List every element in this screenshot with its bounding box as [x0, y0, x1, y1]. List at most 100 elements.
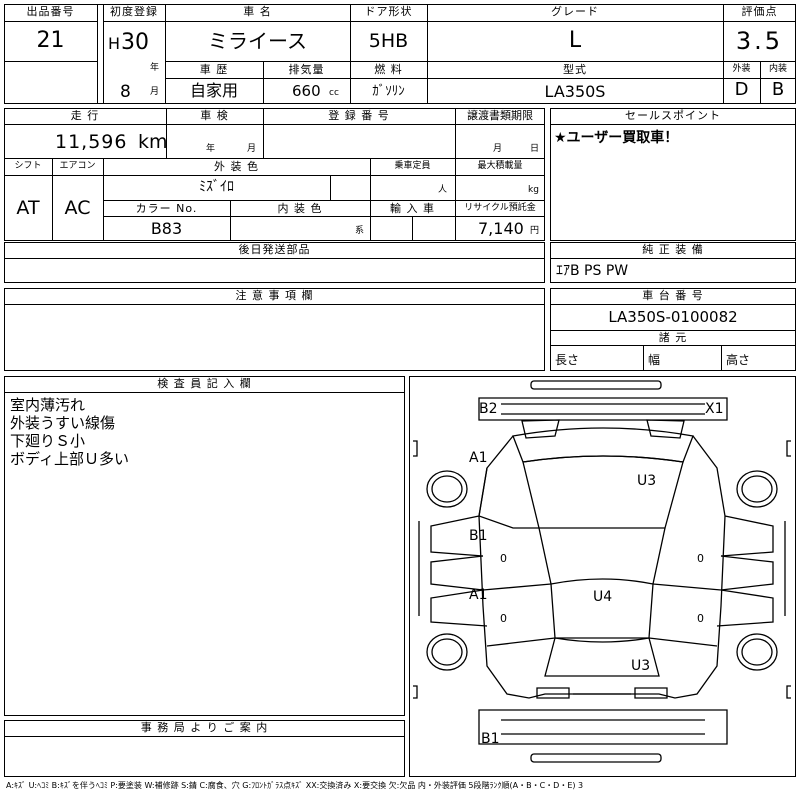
inspector-label: 検 査 員 記 入 欄 [157, 377, 252, 390]
inspector-line: 外装うすい線傷 [10, 414, 116, 432]
transfer-month-unit: 月 [493, 144, 503, 154]
grade-label: グレード [551, 5, 599, 18]
color-no: B83 [150, 219, 183, 238]
color-no-label: カラー No. [135, 202, 198, 215]
chassis-box [550, 288, 796, 371]
exterior-color: ﾐｽﾞｲﾛ [199, 179, 234, 195]
inspection-year-unit: 年 [206, 144, 216, 154]
interior-color-unit: 系 [355, 226, 365, 236]
lot-number: 21 [36, 28, 65, 53]
zero-mark: 0 [500, 552, 507, 565]
notes-box [4, 288, 545, 371]
mark-u4-roof: U4 [593, 589, 612, 605]
chassis-number: LA350S-0100082 [608, 308, 738, 326]
history: 自家用 [189, 81, 238, 100]
recycle-label: リサイクル預託金 [464, 203, 536, 213]
right-taillight [634, 687, 668, 699]
sales-point-text: ★ユーザー買取車！ [554, 130, 679, 146]
front-bumper-top [530, 380, 662, 390]
mark-a1-rear-door: A1 [469, 587, 487, 603]
door-type: 5HB [368, 30, 409, 52]
transfer-day-unit: 日 [530, 144, 540, 154]
displacement: 660 [292, 82, 321, 100]
chassis-label: 車 台 番 号 [642, 289, 704, 302]
spec-width: 幅 [648, 353, 661, 367]
mileage-label: 走 行 [70, 109, 100, 122]
ac-label: エアコン [59, 161, 96, 171]
fuel-label: 燃 料 [374, 63, 403, 76]
rear-glass [544, 637, 660, 677]
right-rear-door [716, 589, 774, 627]
mark-u3-hood: U3 [637, 473, 656, 489]
left-taillight [536, 687, 570, 699]
ac: AC [64, 197, 91, 219]
door-label: ドア形状 [364, 5, 413, 18]
mileage: 11,596 [55, 131, 128, 153]
grade: L [568, 28, 582, 53]
inspector-box [4, 376, 405, 716]
right-front-door [720, 515, 774, 557]
capacity-label: 乗車定員 [394, 161, 431, 171]
inspection-label: 車 検 [200, 109, 229, 122]
ext-grade: D [734, 79, 749, 100]
later-parts-box [4, 242, 545, 283]
model-label: 型式 [563, 63, 587, 76]
tire-rear-right [736, 633, 778, 671]
rear-bumper-bottom [530, 753, 662, 763]
mark-x1-top: X1 [705, 401, 724, 417]
later-parts-label: 後日発送部品 [238, 243, 311, 256]
notes-label: 注 意 事 項 欄 [235, 289, 314, 302]
km-unit: km [138, 131, 168, 153]
rear-bumper [478, 709, 728, 745]
recycle-fee: 7,140 [478, 219, 524, 238]
sales-point-label: セールスポイント [625, 109, 721, 122]
capacity-unit: 人 [438, 185, 448, 195]
load-label: 最大積載量 [477, 161, 523, 171]
car-diagram: B2 X1 A1 U3 B1 A1 U4 U3 B1 0 0 0 0 [413, 380, 791, 763]
shift-label: シフト [14, 161, 42, 171]
year-unit: 年 [150, 63, 160, 73]
displacement-label: 排気量 [288, 63, 325, 76]
windshield [512, 427, 694, 463]
inspector-notes: 室内薄汚れ 外装うすい線傷 下廻りＳ小 ボディ上部Ｕ多い [10, 396, 129, 468]
yen-unit: 円 [530, 226, 540, 236]
office-label: 事 務 局 よ り ご 案 内 [140, 721, 269, 734]
mark-a1-front: A1 [469, 450, 487, 466]
left-rear-door [430, 589, 488, 627]
header-block [4, 4, 796, 104]
mark-b1-bottom: B1 [481, 731, 500, 747]
inspector-line: 下廻りＳ小 [10, 432, 86, 450]
transfer-label: 譲渡書類期限 [467, 109, 533, 122]
front-bumper [478, 397, 728, 421]
ext-grade-label: 外装 [732, 64, 751, 74]
body-outline [478, 435, 726, 699]
equipment-box [550, 242, 796, 283]
inspector-line: ボディ上部Ｕ多い [10, 450, 129, 468]
sales-point-box [550, 108, 796, 241]
month-unit: 月 [150, 87, 160, 97]
import-label: 輸 入 車 [390, 202, 435, 215]
roof-panel [538, 527, 666, 639]
int-grade-label: 内装 [768, 64, 787, 74]
legend: A:ｷｽﾞ U:ﾍｺﾐ B:ｷｽﾞを伴うﾍｺﾐ P:要塗装 W:補修跡 S:錆 … [6, 781, 584, 790]
zero-mark: 0 [697, 612, 704, 625]
inspector-line: 室内薄汚れ [10, 396, 86, 414]
reg-year: 30 [121, 30, 149, 55]
model: LA350S [544, 82, 606, 101]
reg-month: 8 [120, 82, 131, 102]
lot-label: 出品番号 [26, 5, 75, 18]
score: 3.5 [735, 27, 784, 55]
left-headlight [521, 419, 560, 439]
shift: AT [16, 197, 40, 219]
mark-b1-door: B1 [469, 528, 488, 544]
score-label: 評価点 [741, 5, 778, 18]
first-reg-label: 初度登録 [110, 5, 158, 18]
interior-color-label: 内 装 色 [277, 202, 323, 215]
details-block [4, 108, 545, 241]
cc-unit: cc [329, 88, 339, 98]
specs-label: 諸 元 [658, 331, 688, 344]
car-name-label: 車 名 [243, 5, 272, 18]
zero-mark: 0 [500, 612, 507, 625]
tire-front-left [426, 470, 468, 508]
car-name: ミライース [208, 29, 307, 53]
